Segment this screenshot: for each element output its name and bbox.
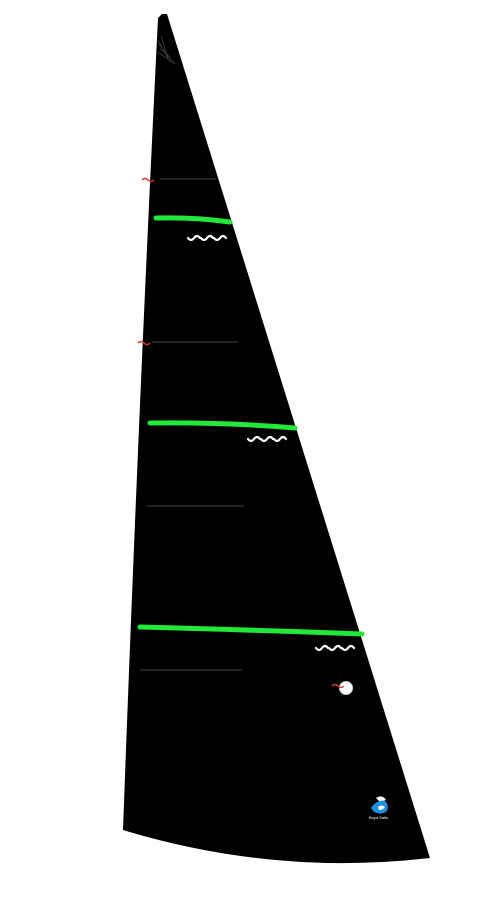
draft-stripe bbox=[147, 420, 298, 431]
leech-telltale-icon bbox=[199, 234, 215, 242]
headboard-hatch bbox=[157, 35, 176, 65]
brand-label: Boyd Sails bbox=[369, 815, 388, 820]
luff-telltale-icon bbox=[141, 177, 155, 183]
draft-stripe bbox=[137, 624, 365, 637]
draft-stripe bbox=[153, 215, 233, 225]
batten-lines bbox=[140, 178, 244, 671]
leech-telltales bbox=[186, 234, 356, 652]
sailmaker-logo-icon: Boyd Sails bbox=[369, 796, 388, 820]
mainsail-body bbox=[123, 14, 430, 864]
draft-stripes bbox=[137, 215, 365, 637]
window-telltale-icon bbox=[331, 683, 345, 689]
leech-telltale-icon bbox=[314, 644, 330, 652]
leech-telltale-icon bbox=[340, 644, 356, 652]
leech-telltale-icon bbox=[327, 644, 343, 652]
leech-telltale-icon bbox=[186, 234, 202, 242]
leech-telltale-icon bbox=[272, 435, 288, 443]
luff-telltales bbox=[137, 177, 155, 346]
leech-telltale-icon bbox=[259, 435, 275, 443]
luff-telltale-icon bbox=[137, 340, 151, 346]
leech-telltale-icon bbox=[212, 234, 228, 242]
sail-window-icon bbox=[339, 681, 353, 695]
leech-telltale-icon bbox=[246, 435, 262, 443]
